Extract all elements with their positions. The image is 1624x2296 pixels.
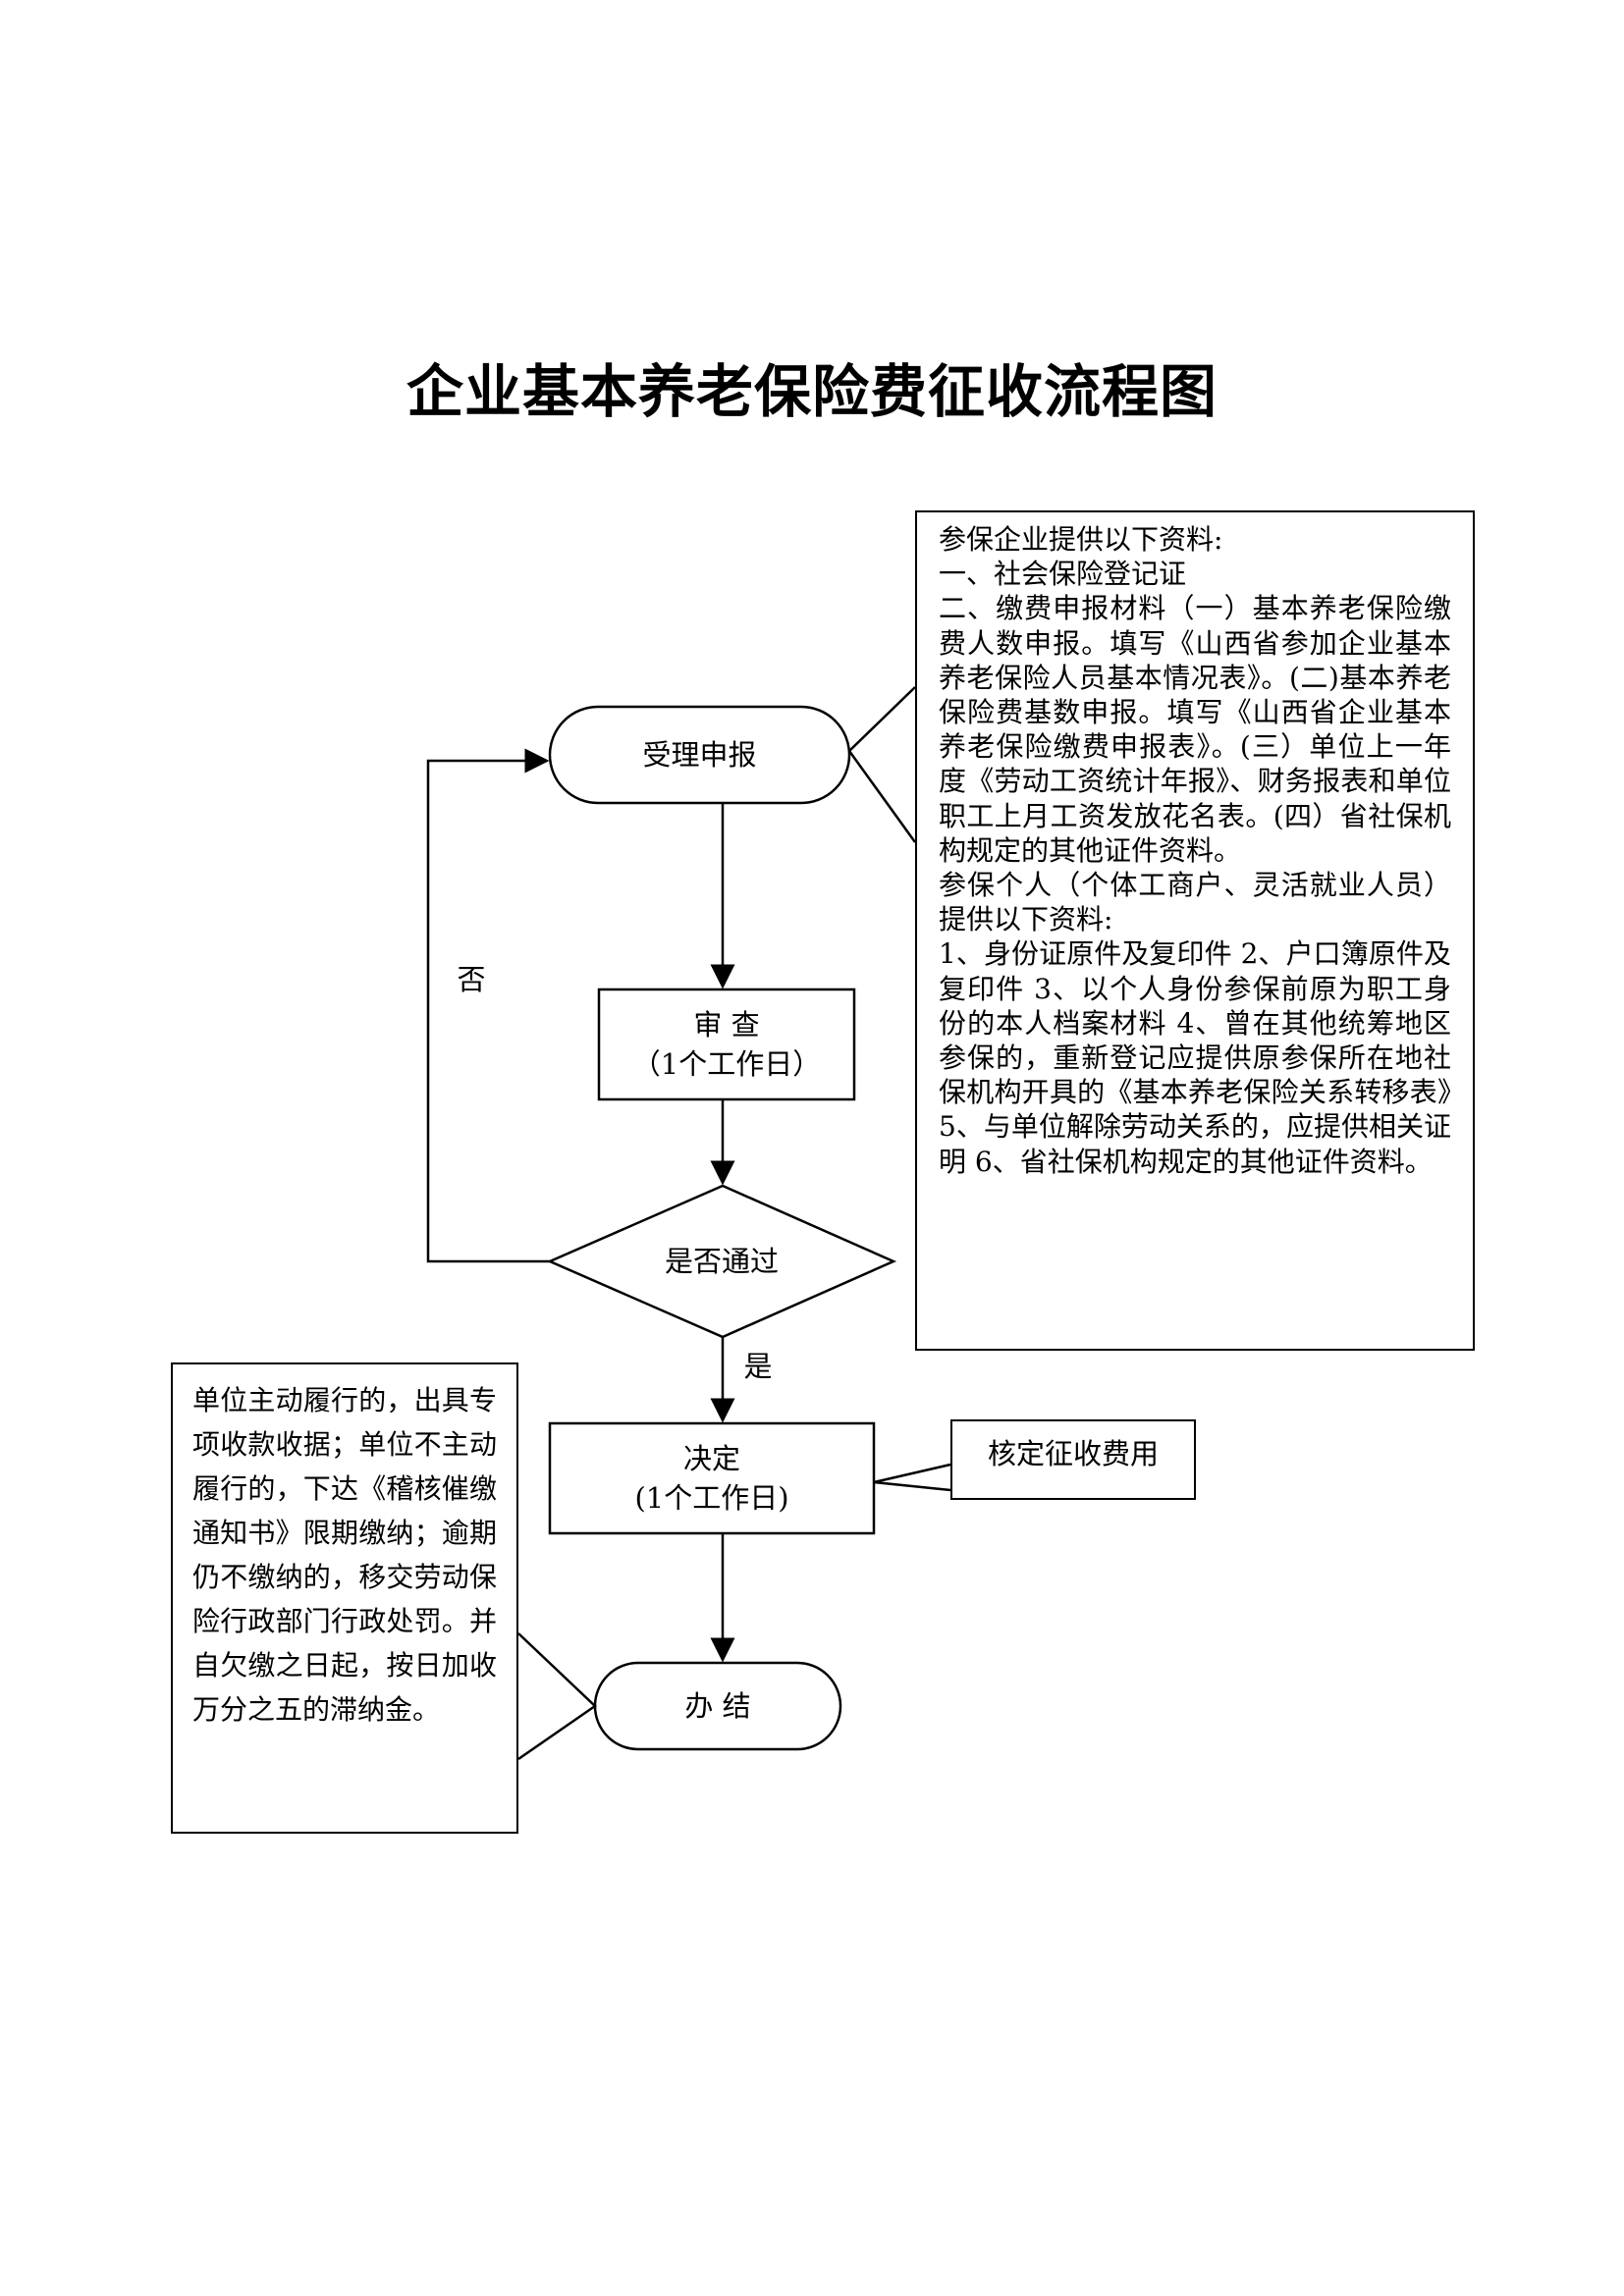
label-yes: 是 [743,1350,773,1383]
start-node-shape [548,705,851,805]
review-node-duration: （1个工作日） [631,1047,822,1081]
penalty-note: 单位主动履行的，出具专项收款收据；单位不主动履行的，下达《稽核催缴通知书》限期缴… [171,1362,518,1834]
page-title: 企业基本养老保险费征收流程图 [406,358,1218,425]
callout-penalty-pointer [517,1632,597,1761]
decide-node-shape [548,1421,876,1535]
callout-fee-pointer [873,1463,951,1492]
materials-note-item: 一、社会保险登记证 [939,558,1187,591]
review-node-shape [597,988,856,1101]
decide-node: 决定 (1个工作日) [550,1439,874,1518]
materials-note-heading: 参保企业提供以下资料: [939,523,1223,556]
callout-materials-pointer [847,686,917,843]
start-node: 受理申报 [642,738,757,772]
review-node: 审 查 （1个工作日） [599,1005,854,1084]
materials-note-item: 1、身份证原件及复印件 2、户口簿原件及复印件 3、以个人身份参保前原为职工身份… [939,937,1451,1178]
end-node: 办 结 [684,1689,751,1723]
materials-note-item: 二、缴费申报材料（一）基本养老保险缴费人数申报。填写《山西省参加企业基本养老保险… [939,592,1451,867]
materials-note-heading: 参保个人（个体工商户、灵活就业人员）提供以下资料: [939,869,1451,936]
review-node-title: 审 查 [693,1008,760,1041]
decide-node-duration: (1个工作日) [634,1481,789,1515]
decision-node: 是否通过 [664,1245,779,1278]
materials-note: 参保企业提供以下资料: 一、社会保险登记证 二、缴费申报材料（一）基本养老保险缴… [915,510,1475,1351]
fee-note: 核定征收费用 [950,1419,1196,1500]
decide-node-title: 决定 [682,1442,740,1475]
label-no: 否 [457,963,486,996]
arrow-no-loop [426,748,550,1263]
